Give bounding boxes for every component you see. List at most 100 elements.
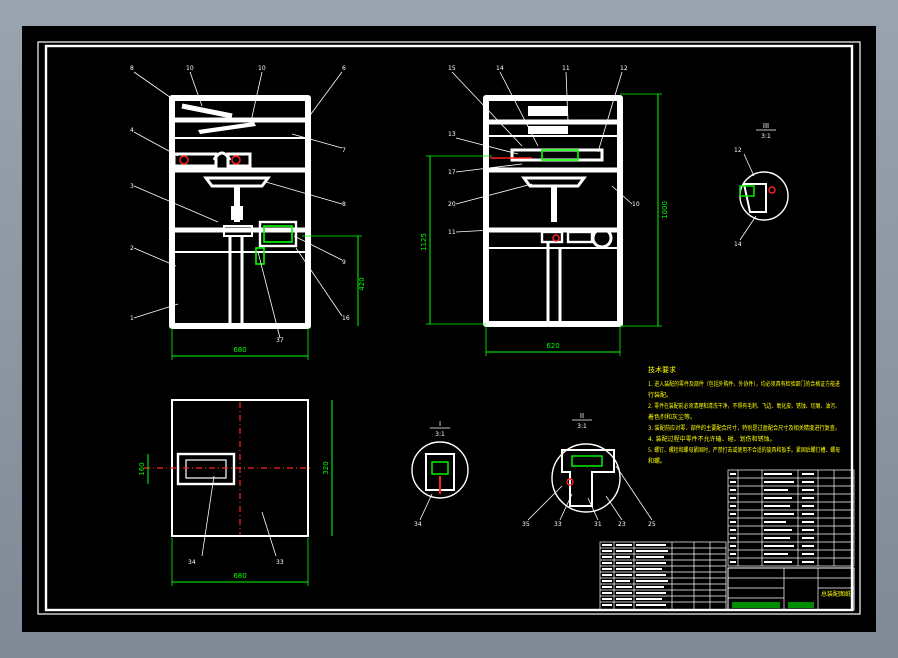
callout: 16 (342, 315, 350, 322)
notes-line: 和螺。 (648, 457, 666, 465)
callout: 2 (130, 245, 134, 252)
callout: 14 (496, 65, 504, 72)
callout: 35 (522, 521, 530, 528)
callout: 3 (130, 183, 134, 190)
callout: 33 (554, 521, 562, 528)
drawing-sheet: 680 420 8 10 10 6 4 7 3 8 2 9 1 37 16 (22, 26, 876, 632)
front-leaders (133, 71, 343, 339)
notes-line: 3. 装配前应对零、部件的主要配合尺寸，特别是过盈配合尺寸及相关精度进行复查。 (648, 424, 840, 432)
callout: 10 (186, 65, 194, 72)
side-pipe-core (541, 149, 579, 161)
front-dim-side: 420 (358, 277, 366, 290)
detail-III-leader-2 (739, 215, 757, 241)
callout: 34 (188, 559, 196, 566)
side-box-2 (528, 126, 568, 134)
notes-line: 着色剂和灰尘等。 (648, 413, 696, 421)
top-motor-box (176, 452, 236, 486)
top-dim-left: 160 (138, 462, 146, 475)
detail-III-bolt (768, 186, 776, 194)
detail-III: III 3:1 12 14 (734, 122, 789, 248)
top-leader-1 (201, 475, 215, 557)
side-motor-body (566, 230, 594, 244)
detail-II-title: II (580, 412, 584, 420)
callout: 1 (130, 315, 134, 322)
detail-II-circle (551, 443, 621, 513)
callout: 6 (342, 65, 346, 72)
detail-II-seal (571, 455, 603, 467)
detail-I-leader (419, 493, 433, 521)
outer-frame (37, 41, 861, 615)
bom-table-right (727, 469, 855, 567)
callout: 8 (342, 201, 346, 208)
detail-III-title: III (763, 122, 769, 130)
side-view: 620 1125 1000 (420, 71, 669, 356)
inner-frame (44, 44, 854, 612)
front-dim-width: 680 (233, 346, 246, 354)
callout: 33 (276, 559, 284, 566)
notes-line: 4. 装配过程中零件不允许磕、碰、划伤和锈蚀。 (648, 435, 776, 443)
callout: 14 (734, 241, 742, 248)
detail-II-part (561, 449, 615, 507)
detail-I: I 3:1 34 (411, 420, 469, 528)
detail-II-bolt (566, 478, 574, 486)
front-gear-housing (223, 225, 253, 237)
detail-I-title: I (439, 420, 441, 428)
detail-I-seal (431, 461, 449, 475)
notes-line: 行装配。 (648, 391, 672, 399)
top-view: 680 320 160 34 33 (138, 399, 333, 586)
front-valve-left (179, 155, 189, 165)
callout: 31 (594, 521, 602, 528)
front-pipe-right (226, 152, 252, 168)
callout: 10 (258, 65, 266, 72)
notes-line: 2. 零件在装配前必须清理和清洗干净，不得有毛刺、飞边、氧化皮、锈蚀、切屑、油污… (648, 402, 840, 410)
side-dim-left: 1125 (420, 233, 428, 251)
front-column-block (231, 206, 243, 220)
notes-line: 5. 螺钉、螺栓和螺母紧固时，严禁打击或使用不合适的旋具和扳手。紧固后螺钉槽、螺… (648, 446, 840, 454)
front-motor-core (263, 225, 293, 243)
callout: 12 (734, 147, 742, 154)
side-gear-box (540, 230, 564, 244)
callout: 37 (276, 337, 284, 344)
title-block: 总装配图纸 (727, 567, 855, 611)
callout: 20 (448, 201, 456, 208)
side-dim-width: 620 (546, 342, 559, 350)
callout: 11 (562, 65, 570, 72)
front-pipe-left (172, 152, 218, 168)
callout: 11 (448, 229, 456, 236)
bom-table-left (599, 541, 727, 611)
callout: 13 (448, 131, 456, 138)
side-basin (521, 176, 587, 188)
front-cabinet-frame (169, 95, 311, 329)
detail-III-scale: 3:1 (761, 133, 771, 140)
notes-title: 技术要求 (648, 365, 676, 374)
front-valve-right (231, 155, 241, 165)
detail-II: II 3:1 35 33 31 23 25 (522, 412, 656, 528)
detail-I-circle (411, 441, 469, 499)
front-brace (198, 122, 256, 134)
callout: 4 (130, 127, 134, 134)
bom-table-right-text (730, 473, 814, 563)
front-view: 680 420 (133, 71, 366, 360)
callout: 34 (414, 521, 422, 528)
side-dim-right: 1000 (661, 201, 669, 219)
front-pipe-bend (212, 151, 232, 161)
side-leaders (451, 71, 633, 233)
top-dim-height: 320 (322, 461, 330, 474)
callout: 7 (342, 147, 346, 154)
side-hub (552, 234, 560, 242)
front-slant-bar (181, 103, 233, 119)
top-motor-inner (185, 459, 227, 479)
top-leader-2 (261, 511, 277, 557)
detail-I-scale: 3:1 (435, 431, 445, 438)
side-top-box (528, 106, 568, 116)
detail-II-scale: 3:1 (577, 423, 587, 430)
front-coupling (255, 247, 265, 265)
front-view-callouts: 8 10 10 6 4 7 3 8 2 9 1 37 16 (130, 65, 350, 344)
cad-drawing: 680 420 8 10 10 6 4 7 3 8 2 9 1 37 16 (37, 41, 861, 615)
callout: 9 (342, 259, 346, 266)
callout: 15 (448, 65, 456, 72)
detail-III-part (742, 183, 767, 213)
technical-notes: 技术要求 1. 进入装配的零件及部件（包括外购件、外协件），均必须具有检验部门的… (648, 365, 840, 465)
title-cell: 总装配图纸 (821, 590, 851, 598)
callout: 25 (648, 521, 656, 528)
